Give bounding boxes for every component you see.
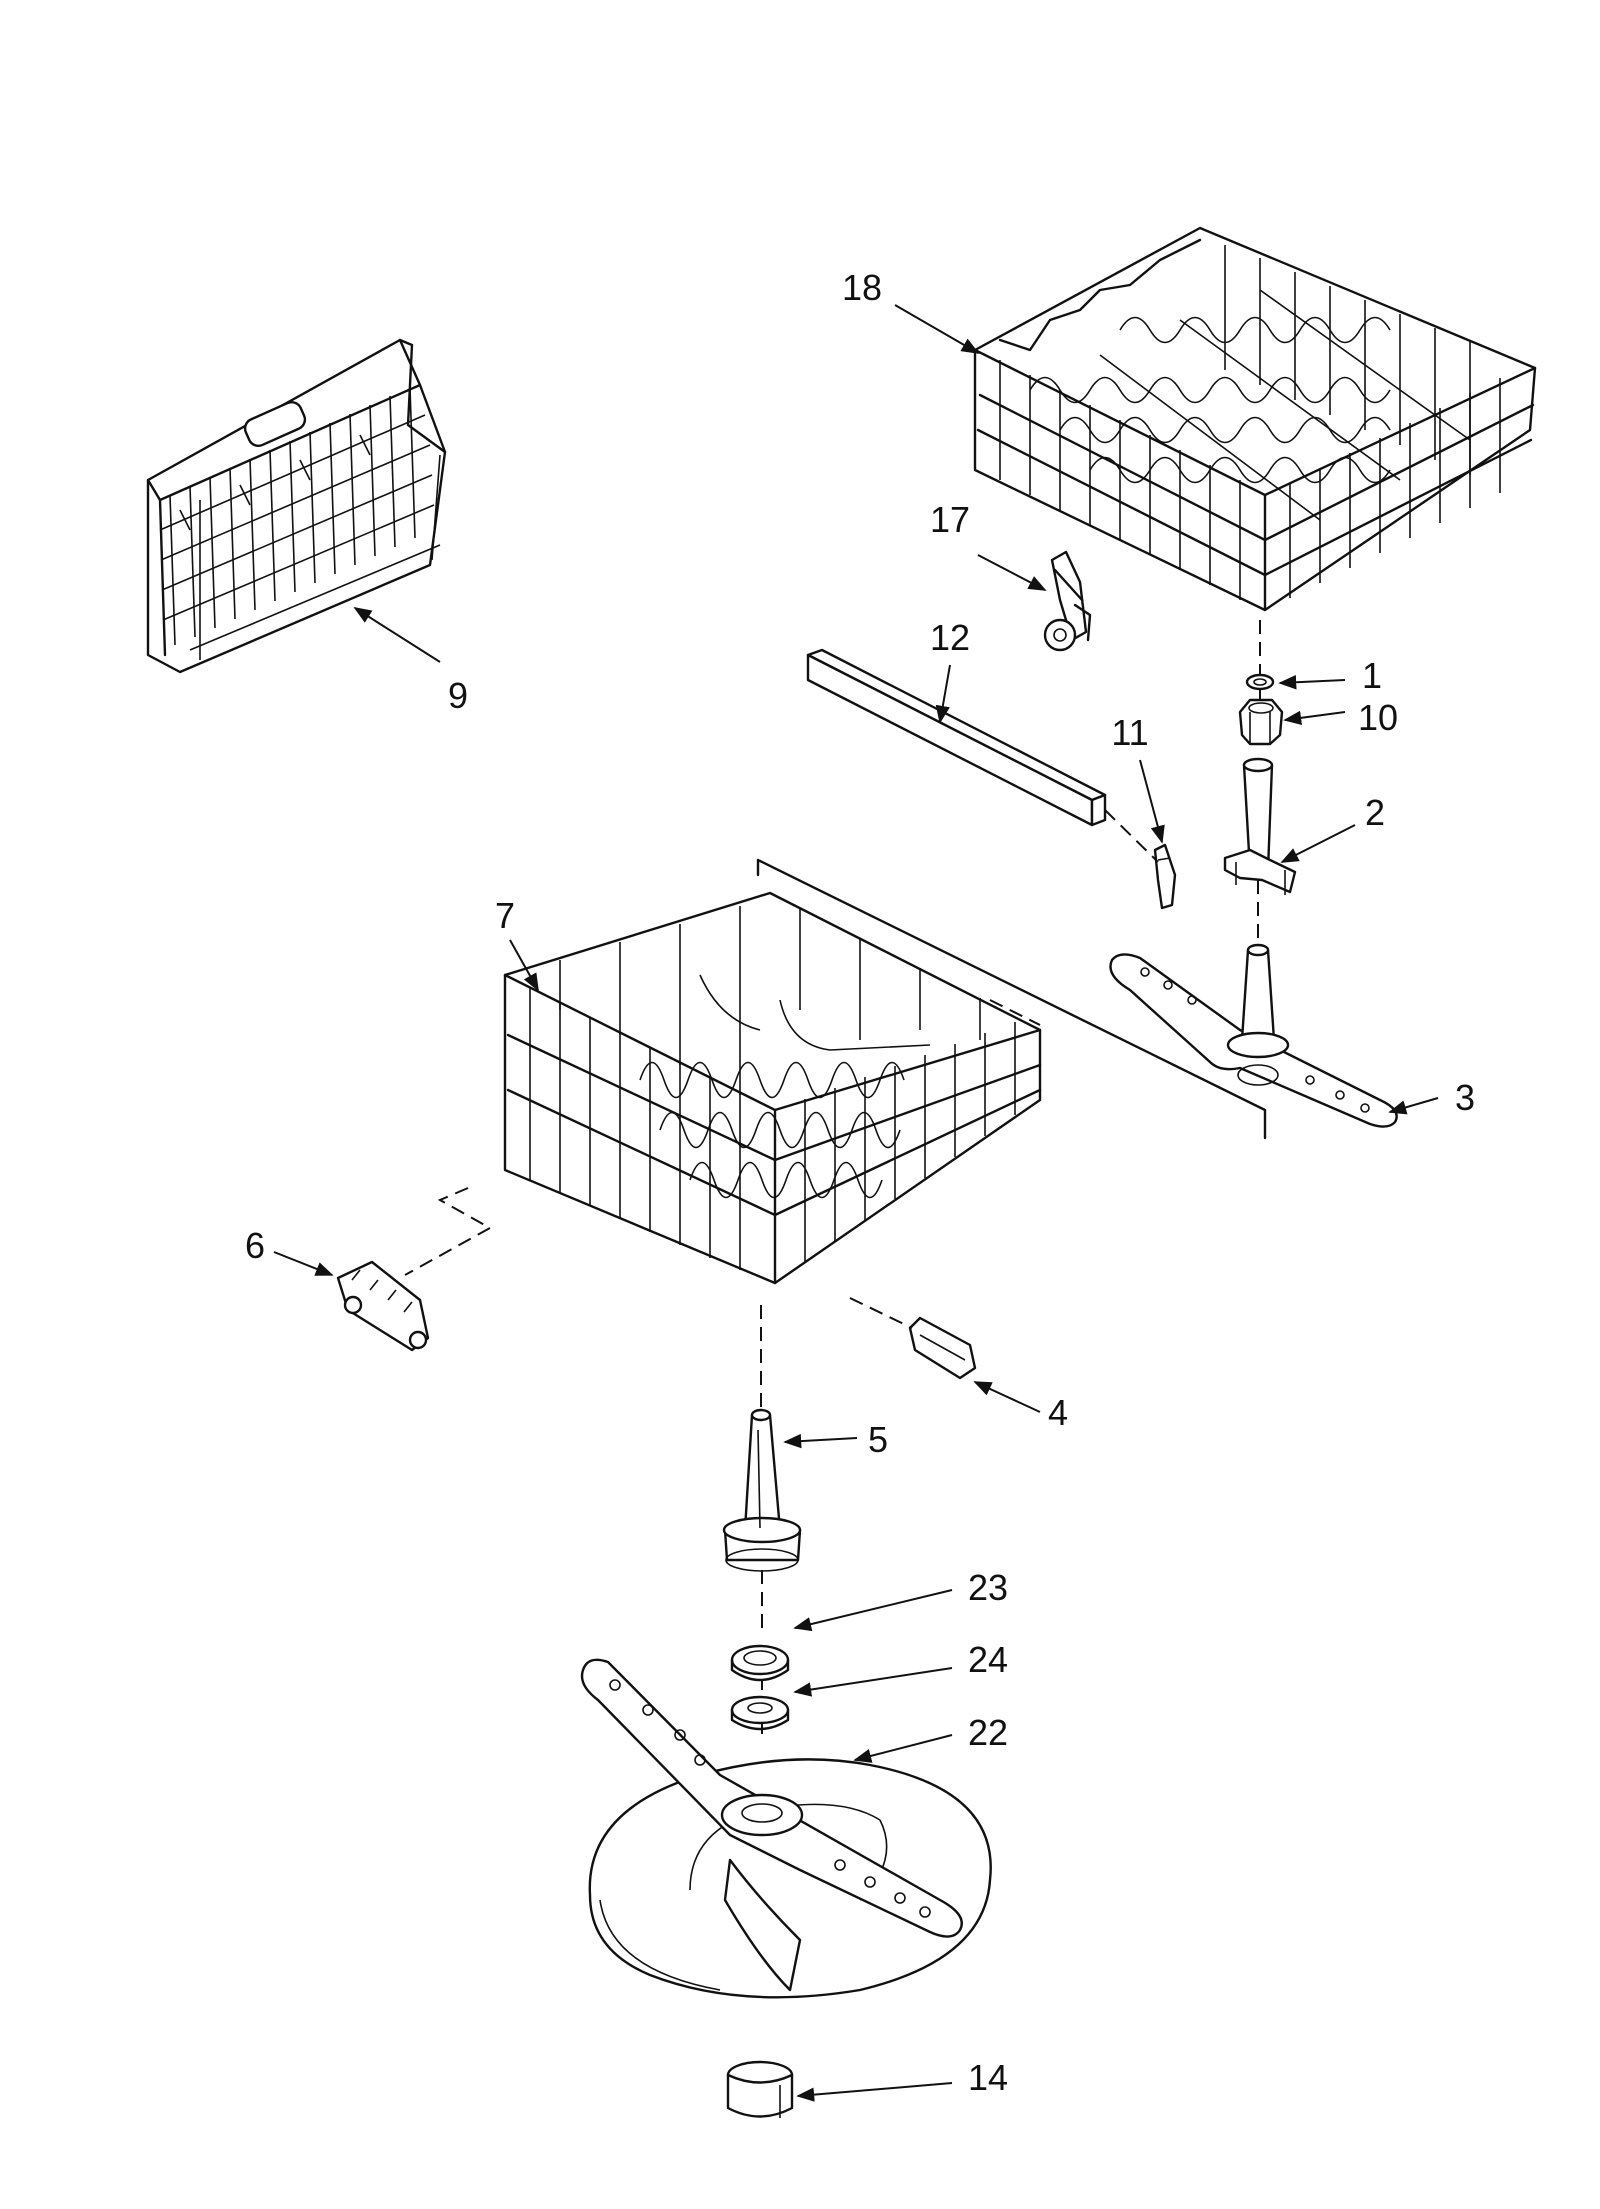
- seal-part: [730, 1644, 790, 1682]
- callout-23: 23: [968, 1567, 1008, 1608]
- upper-nut-part: [1238, 698, 1284, 746]
- lower-rack-rail-outline: [756, 858, 1267, 1140]
- cutlery-basket-part: [146, 338, 447, 674]
- callout-9: 9: [448, 675, 468, 716]
- rail-dashed-guide: [1104, 809, 1159, 863]
- filter-ring-part: [726, 2060, 794, 2118]
- callout-18: 18: [842, 267, 882, 308]
- callout-14: 14: [968, 2057, 1008, 2098]
- callout-1: 1: [1362, 655, 1382, 696]
- leader-arrows: [273, 304, 1439, 2102]
- lower-rack-part: [503, 891, 1042, 1285]
- upper-washer-part: [1245, 673, 1275, 691]
- upper-rack-part: [973, 226, 1537, 612]
- callout-10: 10: [1358, 697, 1398, 738]
- lower-rack-rail-dash: [989, 999, 1041, 1026]
- lower-spray-tube-part: [722, 1408, 802, 1572]
- callout-22: 22: [968, 1712, 1008, 1753]
- lower-rack-roller-part: [336, 1260, 430, 1352]
- callout-6: 6: [245, 1225, 265, 1266]
- rack-roller-part: [1043, 550, 1092, 652]
- callout-2: 2: [1365, 792, 1385, 833]
- upper-spray-arm-part: [1109, 943, 1398, 1128]
- callout-3: 3: [1455, 1077, 1475, 1118]
- lower-clip-part: [908, 1316, 977, 1380]
- lower-spray-arm-part: [580, 1658, 992, 1999]
- rail-stop-part: [1153, 843, 1177, 910]
- lower-washer-part: [730, 1695, 790, 1731]
- rack-rail-part: [806, 648, 1107, 827]
- clip-dashed-guide: [849, 1297, 913, 1329]
- callout-7: 7: [495, 895, 515, 936]
- upper-spray-tube-part: [1223, 757, 1297, 895]
- callout-24: 24: [968, 1639, 1008, 1680]
- roller-dashed-guide: [404, 1187, 491, 1276]
- upper-axis-guide: [1257, 620, 1261, 950]
- callout-17: 17: [930, 499, 970, 540]
- callout-5: 5: [868, 1419, 888, 1460]
- lower-axis-guide: [760, 1305, 763, 1740]
- callout-4: 4: [1048, 1392, 1068, 1433]
- callout-11: 11: [1111, 712, 1148, 753]
- callout-12: 12: [930, 617, 970, 658]
